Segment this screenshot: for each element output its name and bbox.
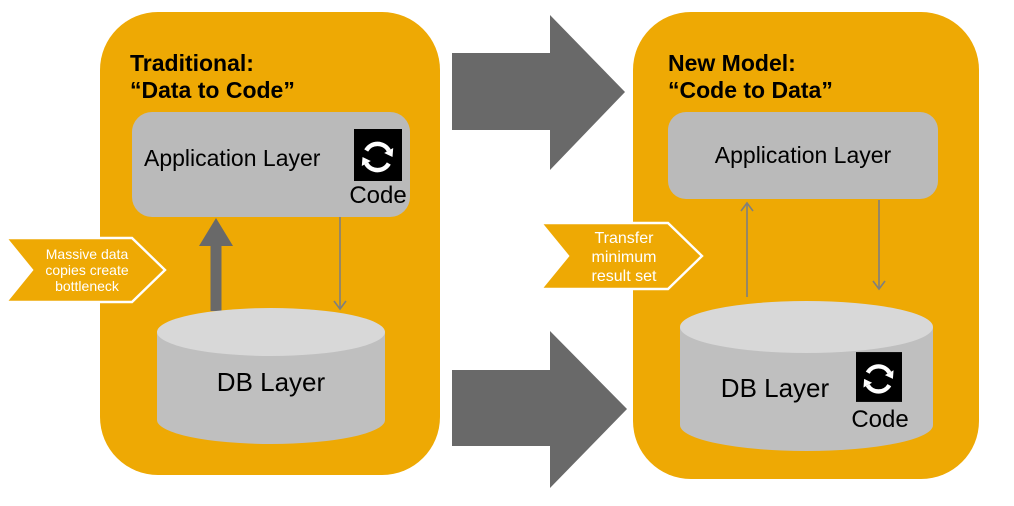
callout-left-line2: copies create (45, 262, 129, 278)
db-cylinder-left: DB Layer (157, 308, 385, 444)
code-label-left: Code (349, 182, 407, 209)
flow-arrow-bottom (452, 331, 627, 488)
left-title-line2: “Data to Code” (130, 77, 295, 103)
application-layer-box-right: Application Layer (668, 112, 938, 199)
db-layer-label-left: DB Layer (216, 367, 326, 397)
callout-left-text: Massive data copies create bottleneck (28, 246, 146, 294)
code-label-right: Code (851, 406, 909, 433)
thin-down-arrow-left (333, 217, 347, 311)
right-title-line2: “Code to Data” (668, 77, 833, 103)
callout-arrow-shape-left (4, 236, 167, 304)
application-layer-label-right: Application Layer (714, 142, 892, 168)
application-layer-label-left: Application Layer (144, 144, 321, 171)
callout-massive-data: Massive data copies create bottleneck (4, 236, 168, 304)
sync-icon (856, 352, 902, 402)
thin-up-arrow-right (740, 201, 754, 297)
db-cylinder-right: DB Layer Code (680, 301, 933, 451)
left-panel-title: Traditional: “Data to Code” (130, 50, 295, 104)
callout-left-line1: Massive data (45, 246, 129, 262)
right-title-line1: New Model: (668, 50, 796, 76)
callout-right-text: Transfer minimum result set (565, 229, 683, 286)
db-layer-label-right: DB Layer (720, 373, 830, 403)
thick-up-arrow (199, 218, 233, 311)
callout-transfer-minimum: Transfer minimum result set (539, 221, 705, 291)
callout-right-line3: result set (591, 268, 657, 285)
callout-right-line1: Transfer (594, 230, 654, 247)
sync-icon (354, 129, 402, 181)
callout-right-line2: minimum (591, 249, 657, 266)
thin-down-arrow-right (872, 200, 886, 291)
cylinder-shape-left (157, 308, 385, 444)
right-panel-title: New Model: “Code to Data” (668, 50, 833, 104)
application-layer-box-left: Application Layer Code (132, 112, 410, 217)
flow-arrow-top (452, 15, 625, 170)
callout-left-line3: bottleneck (55, 278, 119, 294)
left-title-line1: Traditional: (130, 50, 254, 76)
callout-arrow-shape-right (539, 221, 704, 291)
